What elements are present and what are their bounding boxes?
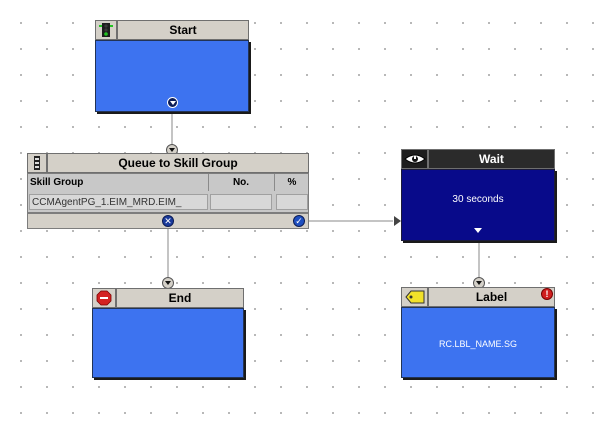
skill-group-table: Skill Group No. % CCMAgentPG_1.EIM_MRD.E… bbox=[27, 173, 309, 213]
wait-icon-box bbox=[401, 149, 428, 169]
column-label-number: No. bbox=[232, 176, 250, 188]
label-title: Label bbox=[428, 287, 555, 307]
wait-node[interactable]: Wait 30 seconds bbox=[401, 149, 555, 241]
start-node[interactable]: Start bbox=[95, 20, 249, 112]
end-body bbox=[92, 308, 244, 378]
error-badge-icon[interactable]: ! bbox=[541, 288, 553, 300]
stop-sign-icon bbox=[96, 290, 112, 306]
column-label-skill-group: Skill Group bbox=[30, 176, 84, 188]
success-check-icon[interactable]: ✓ bbox=[293, 215, 305, 227]
traffic-light-icon bbox=[99, 23, 113, 37]
queue-icon-box bbox=[27, 153, 47, 173]
column-header-skill-group: Skill Group bbox=[30, 174, 208, 190]
skill-group-value: CCMAgentPG_1.EIM_MRD.EIM_ bbox=[32, 196, 182, 208]
label-body: RC.LBL_NAME.SG bbox=[401, 307, 555, 378]
start-output-port-icon[interactable] bbox=[167, 97, 178, 108]
start-title: Start bbox=[117, 20, 249, 40]
failure-x-icon[interactable]: ✕ bbox=[162, 215, 174, 227]
percent-cell[interactable] bbox=[276, 194, 308, 210]
label-tag-icon bbox=[404, 290, 424, 304]
wait-output-port-icon[interactable] bbox=[473, 226, 483, 234]
label-node[interactable]: Label ! RC.LBL_NAME.SG bbox=[401, 287, 555, 378]
queue-icon bbox=[34, 156, 40, 170]
wait-input-arrow-icon[interactable] bbox=[394, 216, 401, 226]
column-label-percent: % bbox=[287, 176, 297, 188]
queue-footer: ✕ ✓ bbox=[27, 213, 309, 229]
wait-title-label: Wait bbox=[479, 152, 504, 166]
label-icon-box bbox=[401, 287, 428, 307]
skill-group-cell[interactable]: CCMAgentPG_1.EIM_MRD.EIM_ bbox=[29, 194, 208, 210]
end-icon-box bbox=[92, 288, 116, 308]
end-title: End bbox=[116, 288, 244, 308]
label-title-label: Label bbox=[475, 290, 508, 304]
queue-to-skill-group-node[interactable]: Queue to Skill Group Skill Group No. % C… bbox=[27, 153, 309, 230]
column-header-number: No. bbox=[210, 174, 272, 190]
start-title-label: Start bbox=[169, 23, 197, 37]
column-header-percent: % bbox=[276, 174, 308, 190]
wait-title: Wait bbox=[428, 149, 555, 169]
number-cell[interactable] bbox=[210, 194, 272, 210]
label-value-text: RC.LBL_NAME.SG bbox=[438, 338, 518, 349]
end-node[interactable]: End bbox=[92, 288, 244, 378]
end-title-label: End bbox=[168, 291, 192, 305]
start-icon-box bbox=[95, 20, 117, 40]
queue-title-label: Queue to Skill Group bbox=[118, 156, 238, 170]
eye-icon bbox=[403, 154, 426, 164]
queue-title: Queue to Skill Group bbox=[47, 153, 309, 173]
wait-duration-text: 30 seconds bbox=[452, 193, 504, 205]
